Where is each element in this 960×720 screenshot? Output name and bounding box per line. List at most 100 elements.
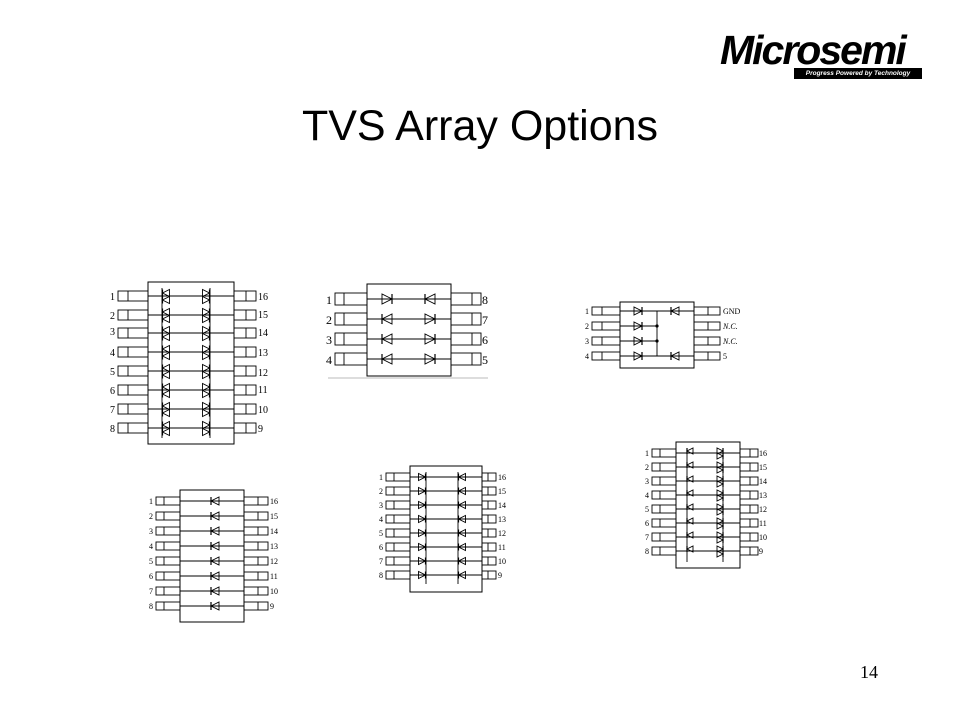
diode-triangle <box>209 526 220 536</box>
diode-triangle <box>202 307 211 317</box>
diode-triangle <box>202 351 211 361</box>
pin-lead <box>693 306 721 316</box>
pin-lead <box>481 542 497 552</box>
pin-number: 1 <box>585 307 589 316</box>
pin-lead <box>651 546 677 556</box>
diode-triangle <box>202 420 211 430</box>
pin-lead <box>385 500 411 510</box>
pin-lead <box>233 384 257 396</box>
pin-number: 7 <box>645 533 649 542</box>
diode-triangle <box>716 494 725 502</box>
pin-number: 11 <box>258 385 268 396</box>
diode-triangle <box>424 313 437 325</box>
pin-lead <box>233 403 257 415</box>
pin-number: 9 <box>270 602 274 611</box>
diode-triangle <box>685 461 694 469</box>
pin-number: 4 <box>149 542 153 551</box>
pin-lead <box>591 321 621 331</box>
diode-triangle <box>716 461 725 469</box>
diode-triangle <box>418 570 427 580</box>
pin-number: 13 <box>270 542 278 551</box>
diode-triangle <box>457 514 466 524</box>
diode-triangle <box>633 321 644 331</box>
diode-triangle <box>716 536 725 544</box>
diode-triangle <box>716 508 725 516</box>
pin-lead <box>243 541 269 551</box>
pin-number: 1 <box>645 449 649 458</box>
pin-lead <box>334 312 368 326</box>
pin-lead <box>693 351 721 361</box>
pin-number: 10 <box>270 587 278 596</box>
pin-number: 2 <box>326 313 332 327</box>
diode-triangle <box>209 586 220 596</box>
diode-triangle <box>457 528 466 538</box>
pin-number: 7 <box>149 587 153 596</box>
pin-number: 8 <box>645 547 649 556</box>
diode-triangle <box>380 333 393 345</box>
diode-triangle <box>418 528 427 538</box>
logo-wordmark: Microsemi <box>720 27 907 73</box>
pin-number: 5 <box>149 557 153 566</box>
pin-number: 5 <box>645 505 649 514</box>
pin-lead <box>155 571 181 581</box>
pin-number: 14 <box>759 477 767 486</box>
pin-number: 11 <box>759 519 767 528</box>
diode-triangle <box>161 389 170 399</box>
pin-lead <box>651 518 677 528</box>
junction-dot <box>655 339 659 343</box>
pin-lead <box>155 511 181 521</box>
diode-triangle <box>161 420 170 430</box>
diode-triangle <box>716 489 725 497</box>
diode-triangle <box>685 545 694 553</box>
pin-lead <box>117 403 149 415</box>
package-16pin-single: 1 2 3 4 5 6 7 8 16 15 14 13 12 11 10 9 <box>149 489 278 623</box>
pin-lead <box>385 556 411 566</box>
microsemi-logo: Microsemi Progress Powered by Technology <box>718 27 926 84</box>
diode-triangle <box>633 336 644 346</box>
pin-number: 11 <box>498 543 506 552</box>
diode-triangle <box>380 353 393 365</box>
pin-label: 5 <box>723 352 727 361</box>
pin-lead <box>693 336 721 346</box>
diode-triangle <box>202 382 211 392</box>
pin-lead <box>155 496 181 506</box>
pin-lead <box>233 365 257 377</box>
pin-lead <box>739 448 759 458</box>
pin-lead <box>739 546 759 556</box>
diode-triangle <box>161 332 170 342</box>
diode-triangle <box>161 401 170 411</box>
pin-lead <box>334 332 368 346</box>
pin-number: 8 <box>482 293 488 307</box>
pin-lead <box>233 309 257 321</box>
diode-triangle <box>161 295 170 305</box>
diode-triangle <box>685 475 694 483</box>
pin-number: 7 <box>110 405 115 416</box>
diode-triangle <box>418 486 427 496</box>
pin-number: 8 <box>379 571 383 580</box>
diode-triangle <box>669 306 680 316</box>
diode-triangle <box>161 351 170 361</box>
pin-lead <box>233 346 257 358</box>
pin-number: 14 <box>258 328 268 339</box>
diode-triangle <box>202 332 211 342</box>
pin-lead <box>385 542 411 552</box>
pin-number: 3 <box>585 337 589 346</box>
diode-triangle <box>202 427 211 437</box>
diode-triangle <box>418 556 427 566</box>
diode-triangle <box>381 293 394 305</box>
pin-lead <box>651 504 677 514</box>
package-16pin-dual-stacked-small: 1 2 3 4 5 6 7 8 16 15 14 13 12 11 10 9 <box>645 441 767 569</box>
pin-lead <box>651 490 677 500</box>
diode-triangle <box>202 344 211 354</box>
pin-lead <box>334 292 368 306</box>
pin-lead <box>117 327 149 339</box>
diode-triangle <box>202 363 211 373</box>
diode-triangle <box>161 382 170 392</box>
pin-lead <box>233 327 257 339</box>
pin-number: 15 <box>258 310 268 321</box>
pin-lead <box>243 556 269 566</box>
pin-lead <box>155 541 181 551</box>
diode-triangle <box>161 370 170 380</box>
diode-triangle <box>716 447 725 455</box>
diode-triangle <box>209 496 220 506</box>
